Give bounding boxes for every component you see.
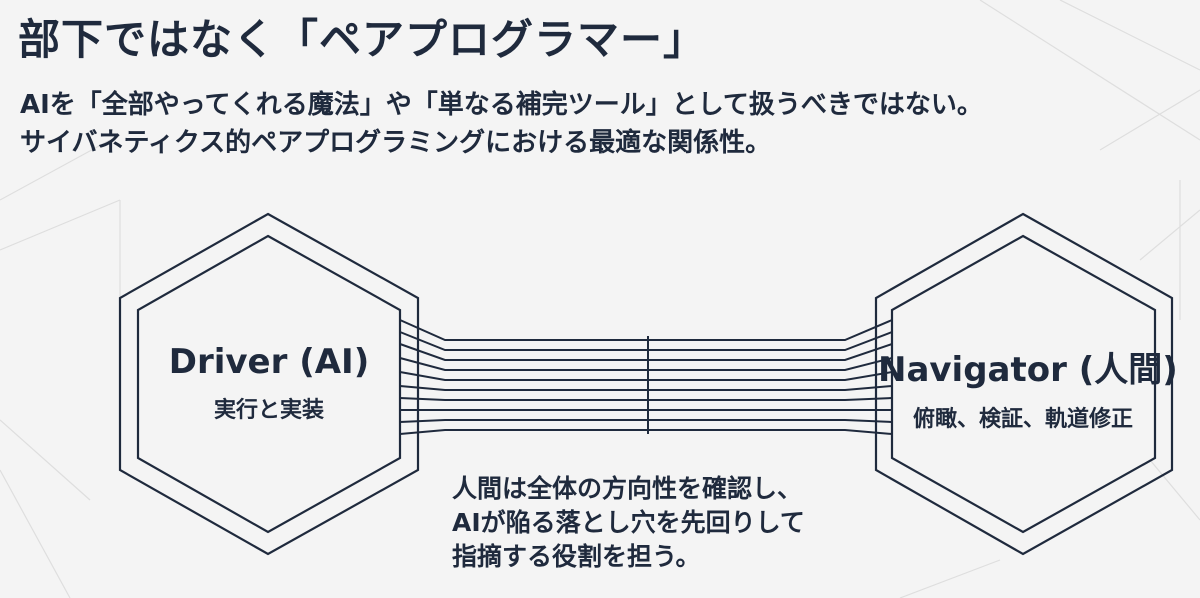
connection-wires xyxy=(399,319,893,435)
navigator-label: Navigator (人間) 俯瞰、検証、軌道修正 xyxy=(878,342,1178,433)
driver-hexagon-inner xyxy=(136,234,402,534)
subtitle-line-1: AIを「全部やってくれる魔法」や「単なる補完ツール」として扱うべきではない。 xyxy=(20,90,983,120)
page-title: 部下ではなく「ペアプログラマー」 xyxy=(18,15,707,64)
driver-label: Driver (AI) 実行と実装 xyxy=(123,342,415,424)
driver-role: 実行と実装 xyxy=(213,398,324,423)
navigator-name: Navigator (人間) xyxy=(878,350,1178,390)
navigator-hexagon-inner xyxy=(890,234,1157,534)
note-line-2: AIが陥る落とし穴を先回りして xyxy=(452,508,805,537)
note-line-1: 人間は全体の方向性を確認し、 xyxy=(452,474,803,503)
navigator-role: 俯瞰、検証、軌道修正 xyxy=(912,407,1133,432)
role-description: 人間は全体の方向性を確認し、 AIが陥る落とし穴を先回りして 指摘する役割を担う… xyxy=(452,472,805,574)
driver-hexagon-outer xyxy=(118,212,420,556)
driver-name: Driver (AI) xyxy=(168,342,370,382)
navigator-hexagon-outer xyxy=(874,212,1174,556)
subtitle-line-2: サイバネティクス的ペアプログラミングにおける最適な関係性。 xyxy=(20,128,772,158)
note-line-3: 指摘する役割を担う。 xyxy=(452,542,701,571)
